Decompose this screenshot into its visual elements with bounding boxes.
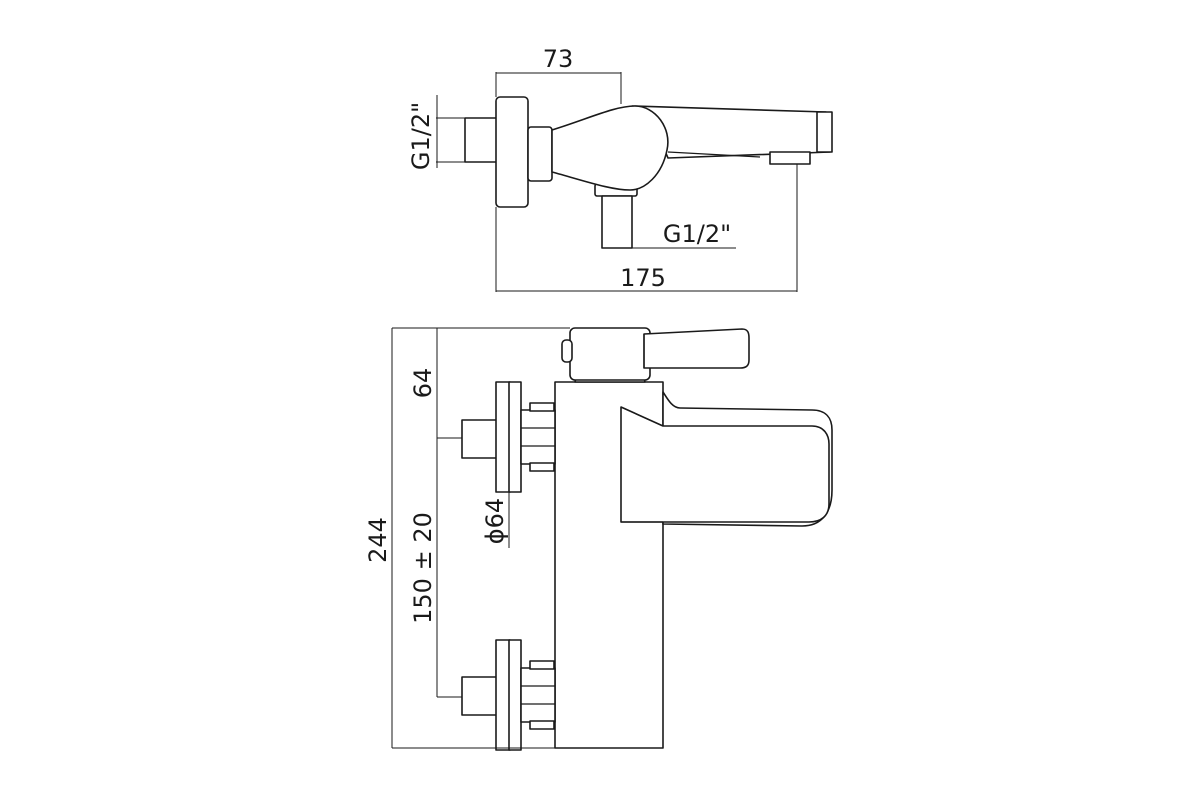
dim-centres-label: 150 ± 20: [409, 512, 437, 624]
upper-nut-collar-bottom: [529, 462, 555, 472]
upper-stub: [461, 419, 498, 459]
bottom-outlet-pipe: [601, 195, 633, 249]
spout-end: [816, 111, 833, 153]
inlet-stub: [464, 117, 498, 163]
lower-nut-collar-bottom: [529, 720, 555, 730]
dim-flange-diameter-label: ϕ64: [481, 498, 509, 544]
dim-inlet-thread-label: G1/2": [407, 102, 435, 170]
lever-arm: [643, 328, 750, 369]
lower-stub: [461, 676, 498, 716]
wall-flange: [495, 96, 529, 208]
upper-flange: [495, 381, 511, 493]
lower-nut-collar: [529, 660, 555, 670]
dim-64-label: 64: [409, 368, 437, 399]
lever-side-knob: [561, 339, 573, 363]
dim-175-label: 175: [620, 264, 666, 292]
upper-flange-face: [508, 381, 522, 493]
lower-flange: [495, 639, 511, 751]
front-view: 64 150 ± 20 244 ϕ64: [364, 327, 833, 751]
dim-outlet-thread-label: G1/2": [663, 220, 731, 248]
top-view: 73 G1/2" G1/2" 175: [407, 45, 833, 292]
aerator: [769, 151, 811, 165]
spout-inner-face: [620, 406, 830, 523]
lower-nut: [520, 667, 556, 723]
upper-nut-collar: [529, 402, 555, 412]
lower-flange-face: [508, 639, 522, 751]
upper-nut: [520, 409, 556, 465]
connector-ring: [527, 126, 553, 182]
dim-244-label: 244: [364, 517, 392, 563]
mixer-body: [551, 105, 669, 191]
dim-73-label: 73: [543, 45, 574, 73]
body-detail: [667, 151, 761, 158]
lever-cap: [569, 327, 651, 381]
